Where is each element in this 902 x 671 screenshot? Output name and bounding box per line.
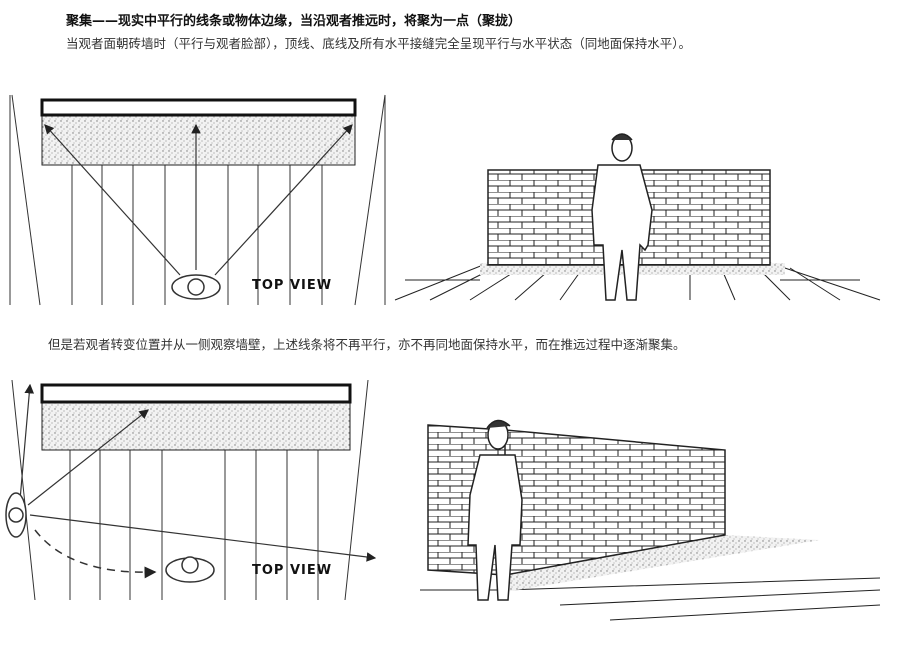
man-figure-back bbox=[591, 133, 653, 301]
top-view-label-1: TOP VIEW bbox=[252, 278, 332, 293]
paragraph-frontal-view: 当观者面朝砖墙时（平行与观者脸部），顶线、底线及所有水平接缝完全呈现平行与水平状… bbox=[66, 36, 692, 51]
top-view-label-2: TOP VIEW bbox=[252, 563, 332, 578]
heading: 聚集——现实中平行的线条或物体边缘，当沿观者推远时，将聚为一点（聚拢） bbox=[66, 14, 522, 29]
top-view-diagram-side bbox=[5, 379, 377, 601]
paragraph-side-view: 但是若观者转变位置并从一侧观察墙壁，上述线条将不再平行，亦不再同地面保持水平，而… bbox=[48, 337, 686, 352]
frontal-brick-wall-illustration bbox=[394, 133, 881, 301]
man-figure-side bbox=[467, 419, 523, 601]
perspective-brick-wall-illustration bbox=[420, 419, 881, 621]
top-view-diagram-frontal bbox=[9, 94, 386, 306]
